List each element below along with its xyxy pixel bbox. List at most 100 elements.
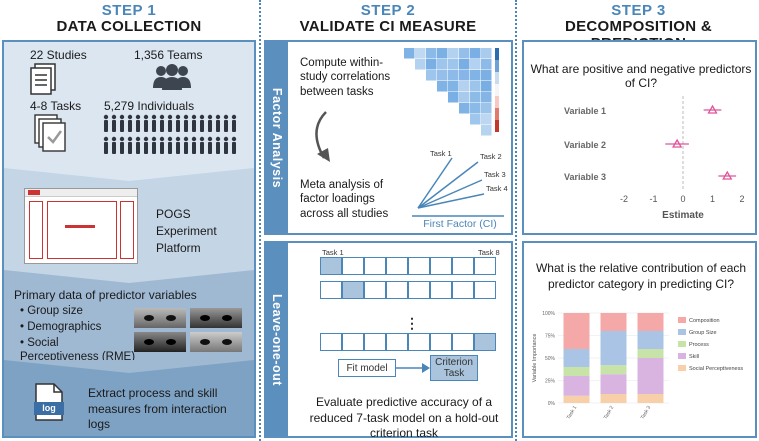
heatmap-cell <box>470 59 481 70</box>
heatmap-cell <box>481 70 492 81</box>
estimate-point <box>722 170 733 180</box>
step1-number: STEP 1 <box>101 2 157 19</box>
bar-segment <box>600 365 627 375</box>
heatmap-cell <box>481 48 492 59</box>
task-cell <box>386 257 408 275</box>
x-tick-label: Task 1 <box>566 405 579 421</box>
criterion-task-box: Criterion Task <box>430 355 478 381</box>
bar-segment <box>563 313 590 349</box>
step2-number: STEP 2 <box>360 2 416 19</box>
legend-swatch <box>678 353 686 359</box>
task-cell <box>408 257 430 275</box>
predictors-section: Primary data of predictor variables • Gr… <box>4 270 254 363</box>
estimate-point <box>707 104 718 114</box>
heatmap-cell <box>415 59 426 70</box>
pogs-section: POGS Experiment Platform <box>4 168 254 270</box>
legend-label: Process <box>689 342 709 348</box>
task-cell <box>452 281 474 299</box>
y-tick-label: 50% <box>545 356 556 362</box>
heatmap-cell <box>404 48 415 59</box>
heatmap-cell <box>426 70 437 81</box>
log-file-icon <box>34 383 64 421</box>
heatmap-cell <box>437 81 448 92</box>
bar-segment <box>600 394 627 403</box>
task-first-label: Task 1 <box>322 248 344 257</box>
x-tick-label: 1 <box>710 194 715 204</box>
predictor-item: • Group size <box>20 305 83 317</box>
x-tick-label: Task 2 <box>603 405 616 421</box>
compute-text: Compute within-study correlations betwee… <box>300 57 391 98</box>
task-cell <box>320 281 342 299</box>
heatmap-cell <box>470 70 481 81</box>
legend-label: Social Perceptiveness <box>689 366 743 372</box>
predictors-title: Primary data of predictor variables <box>14 288 197 302</box>
x-tick-label: 0 <box>680 194 685 204</box>
stacked-bar-panel: What is the relative contribution of eac… <box>522 241 757 438</box>
heatmap-cell <box>470 114 481 125</box>
bar-segment <box>563 349 590 367</box>
x-tick-label: -2 <box>620 194 628 204</box>
y-axis-label: Variable Importance <box>532 334 538 383</box>
fit-model-box: Fit model <box>338 359 396 377</box>
divider-1 <box>259 0 261 441</box>
heatmap-legend-swatch <box>495 120 499 132</box>
variable-label: Variable 2 <box>564 140 606 150</box>
heatmap-cell <box>459 103 470 114</box>
task-cell <box>342 257 364 275</box>
pogs-label: POGS Experiment Platform <box>156 207 217 255</box>
legend-label: Composition <box>689 318 720 324</box>
heatmap-cell <box>459 81 470 92</box>
legend-swatch <box>678 329 686 335</box>
legend-swatch <box>678 317 686 323</box>
bar-segment <box>600 313 627 331</box>
evaluate-text: Evaluate predictive accuracy of a reduce… <box>309 395 499 441</box>
bar-segment <box>637 349 664 358</box>
task-cell <box>430 281 452 299</box>
individuals-icon <box>103 114 237 154</box>
question-2: What is the relative contribution of eac… <box>535 261 747 291</box>
leave-one-out-label: Leave-one-out <box>266 243 288 436</box>
heatmap-cell <box>448 59 459 70</box>
step1-title: DATA COLLECTION <box>56 18 202 35</box>
heatmap-cell <box>481 81 492 92</box>
task-cell <box>408 281 430 299</box>
heatmap-legend-swatch <box>495 60 499 72</box>
y-tick-label: 100% <box>542 311 555 317</box>
x-tick-label: Task 3 <box>640 405 653 421</box>
heatmap-cell <box>448 92 459 103</box>
step3-number: STEP 3 <box>611 2 666 19</box>
bar-segment <box>637 394 664 403</box>
extract-text: Extract process and skill measures from … <box>88 386 227 432</box>
task-cell <box>386 281 408 299</box>
correlation-heatmap <box>404 48 499 136</box>
meta-text: Meta analysis of factor loadings across … <box>300 179 389 220</box>
stats-section: 22 Studies 1,356 Teams 4-8 Tasks 5,279 I… <box>4 42 254 168</box>
studies-count: 22 Studies <box>30 48 87 62</box>
bar-segment <box>600 374 627 394</box>
heatmap-legend-swatch <box>495 48 499 60</box>
task-cell <box>474 333 496 351</box>
task-cell <box>342 333 364 351</box>
heatmap-cell <box>470 103 481 114</box>
heatmap-cell <box>448 48 459 59</box>
individuals-count: 5,279 Individuals <box>104 99 195 113</box>
heatmap-cell <box>481 103 492 114</box>
team-icon <box>153 64 191 90</box>
first-factor-label: First Factor (CI) <box>423 218 497 230</box>
heatmap-cell <box>437 59 448 70</box>
task-cell <box>386 333 408 351</box>
task-cell <box>430 333 452 351</box>
tasks-count: 4-8 Tasks <box>30 99 82 113</box>
arrow-icon <box>396 363 430 373</box>
teams-count: 1,356 Teams <box>134 48 203 62</box>
heatmap-cell <box>459 48 470 59</box>
task-label: Task 3 <box>484 170 506 179</box>
x-axis-label: Estimate <box>662 210 704 221</box>
factor-loading-diagram <box>412 157 504 217</box>
factor-analysis-panel: Factor Analysis Compute within-study cor… <box>264 40 513 235</box>
task-cell <box>342 281 364 299</box>
legend-label: Group Size <box>689 330 717 336</box>
heatmap-cell <box>470 48 481 59</box>
